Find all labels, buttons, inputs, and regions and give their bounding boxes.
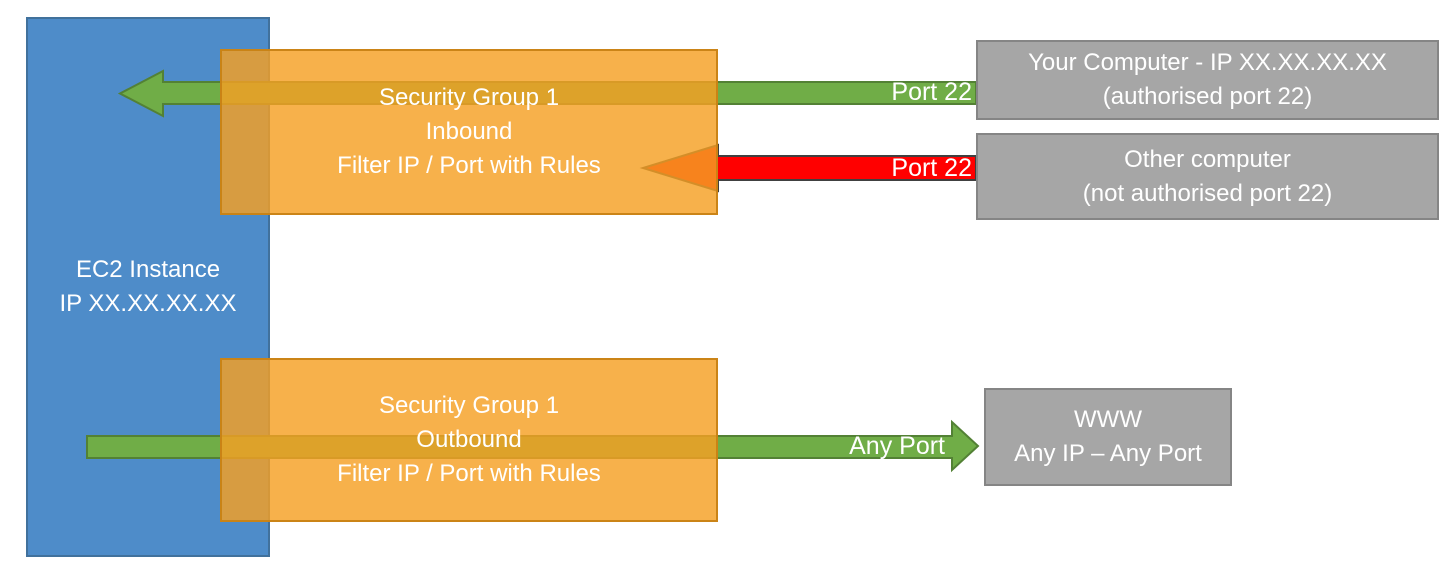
your-computer-status: (authorised port 22) xyxy=(1102,83,1313,110)
security-group-outbound-rule: Filter IP / Port with Rules xyxy=(337,460,601,487)
ec2-instance-name: EC2 Instance xyxy=(75,256,221,283)
other-computer-status: (not authorised port 22) xyxy=(1082,179,1333,207)
other-computer-box: Other computer (not authorised port 22) xyxy=(976,133,1439,220)
your-computer-title: Your Computer - IP XX.XX.XX.XX xyxy=(1028,49,1387,76)
other-computer-title: Other computer xyxy=(1124,145,1291,173)
www-title: WWW xyxy=(1074,406,1142,433)
security-group-inbound-direction: Inbound xyxy=(425,118,513,145)
www-box: WWW Any IP – Any Port xyxy=(984,388,1232,486)
inbound-denied-port-label: Port 22 xyxy=(891,154,972,182)
security-group-inbound-title: Security Group 1 xyxy=(378,84,560,111)
your-computer-box: Your Computer - IP XX.XX.XX.XX (authoris… xyxy=(976,40,1439,120)
inbound-allowed-port-label: Port 22 xyxy=(891,78,972,106)
security-group-outbound-box: Security Group 1 Outbound Filter IP / Po… xyxy=(220,358,718,522)
ec2-instance-ip: IP XX.XX.XX.XX xyxy=(59,290,237,317)
security-group-outbound-title: Security Group 1 xyxy=(378,392,560,419)
outbound-port-label: Any Port xyxy=(849,432,945,460)
security-group-inbound-rule: Filter IP / Port with Rules xyxy=(337,152,601,179)
www-scope: Any IP – Any Port xyxy=(1014,440,1202,467)
security-group-outbound-direction: Outbound xyxy=(416,426,522,453)
security-group-inbound-box: Security Group 1 Inbound Filter IP / Por… xyxy=(220,49,718,215)
